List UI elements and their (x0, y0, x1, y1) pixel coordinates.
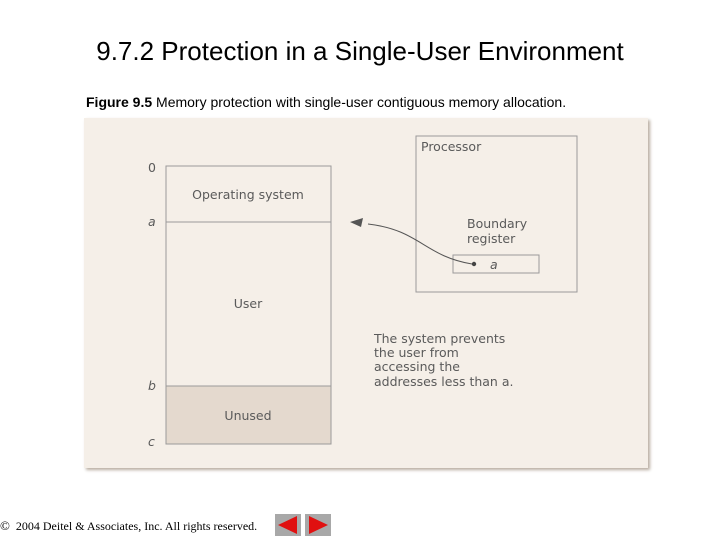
boundary-register-label-line2: register (467, 231, 516, 246)
memory-block (165, 165, 332, 445)
memory-protection-figure: 0 a b c Operating system User Unused Pro… (84, 118, 648, 468)
memory-diagram: 0 a b c Operating system User Unused Pro… (148, 135, 578, 449)
note-line-3: accessing the (374, 359, 460, 374)
previous-slide-icon (275, 514, 301, 536)
next-slide-button[interactable] (305, 514, 331, 536)
figure-label: Figure 9.5 (86, 94, 153, 110)
address-0-label: 0 (148, 160, 156, 175)
unused-region-label: Unused (224, 408, 271, 423)
address-c-label: c (148, 434, 155, 449)
footer-copyright: © 2004 Deitel & Associates, Inc. All rig… (0, 518, 257, 534)
note-line-1: The system prevents (373, 331, 505, 346)
note-line-2: the user from (374, 345, 459, 360)
unused-region (166, 386, 331, 444)
figure-caption-text: Memory protection with single-user conti… (156, 94, 567, 110)
next-slide-icon (305, 514, 331, 536)
boundary-register-value: a (490, 257, 498, 272)
os-region-label: Operating system (192, 187, 304, 202)
pointer-arrow-line (367, 223, 473, 265)
address-a-label: a (148, 214, 156, 229)
user-region-label: User (234, 296, 263, 311)
boundary-register-label-line1: Boundary (467, 216, 528, 231)
pointer-arrowhead (350, 218, 363, 227)
address-b-label: b (148, 378, 156, 393)
previous-slide-button[interactable] (275, 514, 301, 536)
slide-title: 9.7.2 Protection in a Single-User Enviro… (96, 36, 624, 66)
copyright-icon: © (0, 518, 10, 533)
note-line-4: addresses less than a. (374, 374, 513, 389)
processor-box (415, 135, 578, 293)
copyright-text: 2004 Deitel & Associates, Inc. All right… (15, 518, 258, 533)
register-dot (471, 261, 477, 267)
figure-caption: Figure 9.5 Memory protection with single… (86, 94, 686, 110)
processor-label: Processor (421, 139, 482, 154)
boundary-register (452, 254, 540, 274)
